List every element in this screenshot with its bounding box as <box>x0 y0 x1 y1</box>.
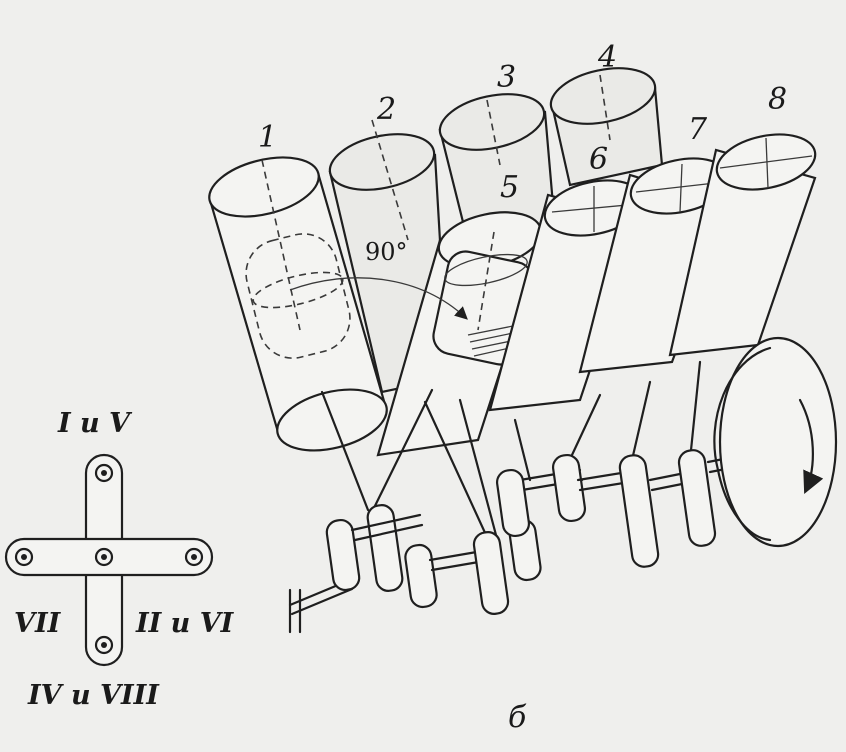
cylinder-8 <box>668 133 817 357</box>
figure-caption: б <box>508 700 527 735</box>
crank-label-top: I и V <box>58 408 131 439</box>
cylinder-label-1: 1 <box>258 120 278 155</box>
cylinder-1 <box>208 156 388 452</box>
rotation-arrow <box>798 398 824 495</box>
cylinder-label-3: 3 <box>497 60 517 95</box>
crankshaft <box>288 424 774 634</box>
cylinder-label-6: 6 <box>589 142 609 177</box>
angle-label: 90° <box>365 238 408 266</box>
crank-label-right: II и VI <box>136 608 234 639</box>
cylinder-label-4: 4 <box>598 40 618 75</box>
crank-scheme <box>4 453 214 667</box>
crank-label-bottom: IV и VIII <box>28 680 159 711</box>
cylinder-label-2: 2 <box>377 92 397 127</box>
flywheel <box>713 336 838 548</box>
cylinder-label-8: 8 <box>768 82 788 117</box>
cylinder-5 <box>376 211 543 457</box>
crank-label-left: VII <box>14 608 61 639</box>
angle-arc <box>289 277 468 320</box>
cylinder-label-5: 5 <box>500 170 520 205</box>
cylinder-label-7: 7 <box>688 112 708 147</box>
connecting-rods <box>320 360 702 552</box>
